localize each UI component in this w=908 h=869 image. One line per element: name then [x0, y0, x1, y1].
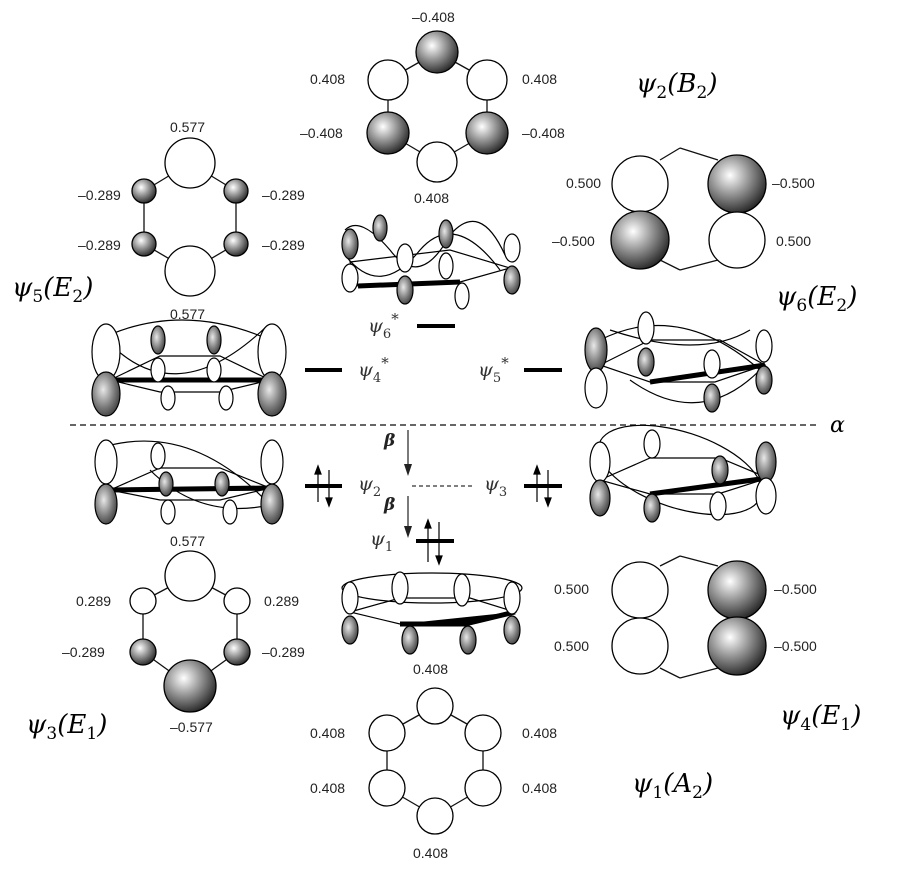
orbital-psi2-coefficient-diagram: –0.408 0.408 0.408 –0.408 –0.408 0.408: [300, 9, 565, 206]
orbital-psi2-3d-view: [94, 439, 284, 525]
electron-pair-psi3: [533, 464, 552, 508]
orbital-psi6-3d-view: [341, 214, 521, 310]
coef-psi4-lr: –0.500: [774, 638, 817, 654]
coef-psi2-ul: 0.408: [310, 71, 345, 87]
level-label-psi6: ψ6*: [368, 310, 399, 342]
orbital-psi1-symmetry-label: ψ1(A2): [632, 769, 713, 803]
orbital-psi6-coefficient-diagram: 0.500 –0.500 –0.500 0.500: [552, 147, 815, 271]
coef-psi3-ur: 0.289: [264, 593, 299, 609]
coef-psi4-ll: 0.500: [554, 638, 589, 654]
coef-psi5-ul: –0.289: [78, 187, 121, 203]
coef-psi5-lr: –0.289: [262, 237, 305, 253]
beta-upper-label: β: [383, 431, 395, 451]
orbital-psi4-coefficient-diagram: 0.500 –0.500 0.500 –0.500: [554, 555, 817, 679]
orbital-psi4-3d-view: [91, 319, 287, 417]
coef-psi6-ll: –0.500: [552, 233, 595, 249]
level-label-psi2: ψ2: [358, 473, 381, 500]
coef-psi3-bottom: –0.577: [170, 719, 213, 735]
coef-psi5-bottom: 0.577: [170, 306, 205, 322]
beta-lower-label: β: [383, 495, 395, 515]
coef-psi1-lr: 0.408: [522, 780, 557, 796]
level-label-psi5: ψ5*: [478, 354, 509, 386]
orbital-psi3-symmetry-label: ψ3(E1): [26, 710, 107, 744]
orbital-psi3-3d-view: [589, 424, 777, 523]
coef-psi1-ll: 0.408: [310, 780, 345, 796]
electron-pair-psi2: [314, 464, 333, 508]
orbital-psi1-3d-view: [341, 571, 523, 655]
coef-psi3-top: 0.577: [170, 533, 205, 549]
coef-psi5-ur: –0.289: [262, 187, 305, 203]
coef-psi2-ur: 0.408: [522, 71, 557, 87]
coef-psi1-bottom: 0.408: [413, 845, 448, 861]
coef-psi3-ll: –0.289: [62, 644, 105, 660]
coef-psi4-ul: 0.500: [554, 581, 589, 597]
coef-psi2-ll: –0.408: [300, 125, 343, 141]
coef-psi1-ur: 0.408: [522, 725, 557, 741]
coef-psi1-top: 0.408: [413, 661, 448, 677]
energy-levels: ψ6* ψ4* ψ5* β ψ2 ψ3 β ψ1: [305, 310, 562, 566]
coef-psi4-ur: –0.500: [774, 581, 817, 597]
coef-psi1-ul: 0.408: [310, 725, 345, 741]
coef-psi3-lr: –0.289: [262, 644, 305, 660]
coef-psi6-ur: –0.500: [772, 175, 815, 191]
orbital-psi6-symmetry-label: ψ6(E2): [776, 282, 857, 316]
coef-psi3-ul: 0.289: [76, 593, 111, 609]
orbital-psi3-coefficient-diagram: 0.577 0.289 0.289 –0.289 –0.289 –0.577: [62, 533, 305, 735]
level-label-psi4: ψ4*: [358, 354, 389, 386]
orbital-psi4-symmetry-label: ψ4(E1): [780, 701, 861, 735]
orbital-psi2-symmetry-label: ψ2(B2): [636, 69, 717, 103]
alpha-label: α: [830, 413, 845, 438]
coef-psi6-ul: 0.500: [566, 175, 601, 191]
orbital-psi5-3d-view: [584, 311, 773, 413]
coef-psi6-lr: 0.500: [776, 233, 811, 249]
coef-psi5-ll: –0.289: [78, 237, 121, 253]
coef-psi2-lr: –0.408: [522, 125, 565, 141]
coef-psi2-top: –0.408: [412, 9, 455, 25]
orbital-psi5-symmetry-label: ψ5(E2): [12, 273, 93, 307]
level-label-psi3: ψ3: [484, 473, 507, 500]
orbital-psi1-coefficient-diagram: 0.408 0.408 0.408 0.408 0.408 0.408: [310, 661, 557, 861]
level-label-psi1: ψ1: [370, 528, 393, 555]
electron-pair-psi1: [424, 518, 443, 566]
orbital-psi5-coefficient-diagram: 0.577 –0.289 –0.289 –0.289 –0.289 0.577: [78, 119, 305, 322]
coef-psi2-bottom: 0.408: [414, 190, 449, 206]
coef-psi5-top: 0.577: [170, 119, 205, 135]
